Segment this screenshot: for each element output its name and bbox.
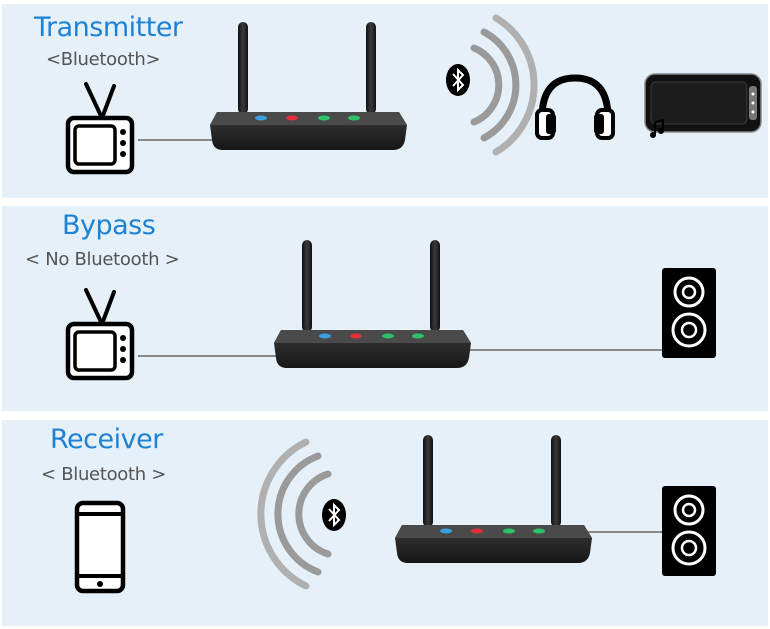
bluetooth-transceiver-icon: [274, 240, 471, 368]
bluetooth-transceiver-icon: [210, 22, 407, 150]
headphones-icon: [535, 74, 615, 140]
bluetooth-icon: [446, 64, 470, 96]
wireless-waves-icon: [257, 438, 332, 590]
receiver-subtitle: < Bluetooth >: [41, 464, 167, 485]
tv-icon: [65, 288, 135, 381]
bypass-subtitle: < No Bluetooth >: [25, 249, 180, 270]
smartphone-icon: [74, 500, 126, 594]
tv-icon: [65, 82, 135, 175]
music-note-icon: [650, 118, 664, 138]
receiver-panel: [2, 420, 768, 626]
transmitter-title: Transmitter: [34, 12, 183, 43]
speaker-icon: [662, 486, 716, 576]
bluetooth-icon: [322, 499, 346, 531]
bluetooth-transceiver-icon: [395, 435, 592, 563]
receiver-title: Receiver: [50, 424, 163, 455]
transmitter-subtitle: <Bluetooth>: [46, 49, 161, 70]
wireless-waves-icon: [470, 14, 538, 156]
bypass-title: Bypass: [62, 210, 156, 241]
portable-speaker-icon: [644, 73, 762, 133]
speaker-icon: [662, 268, 716, 358]
